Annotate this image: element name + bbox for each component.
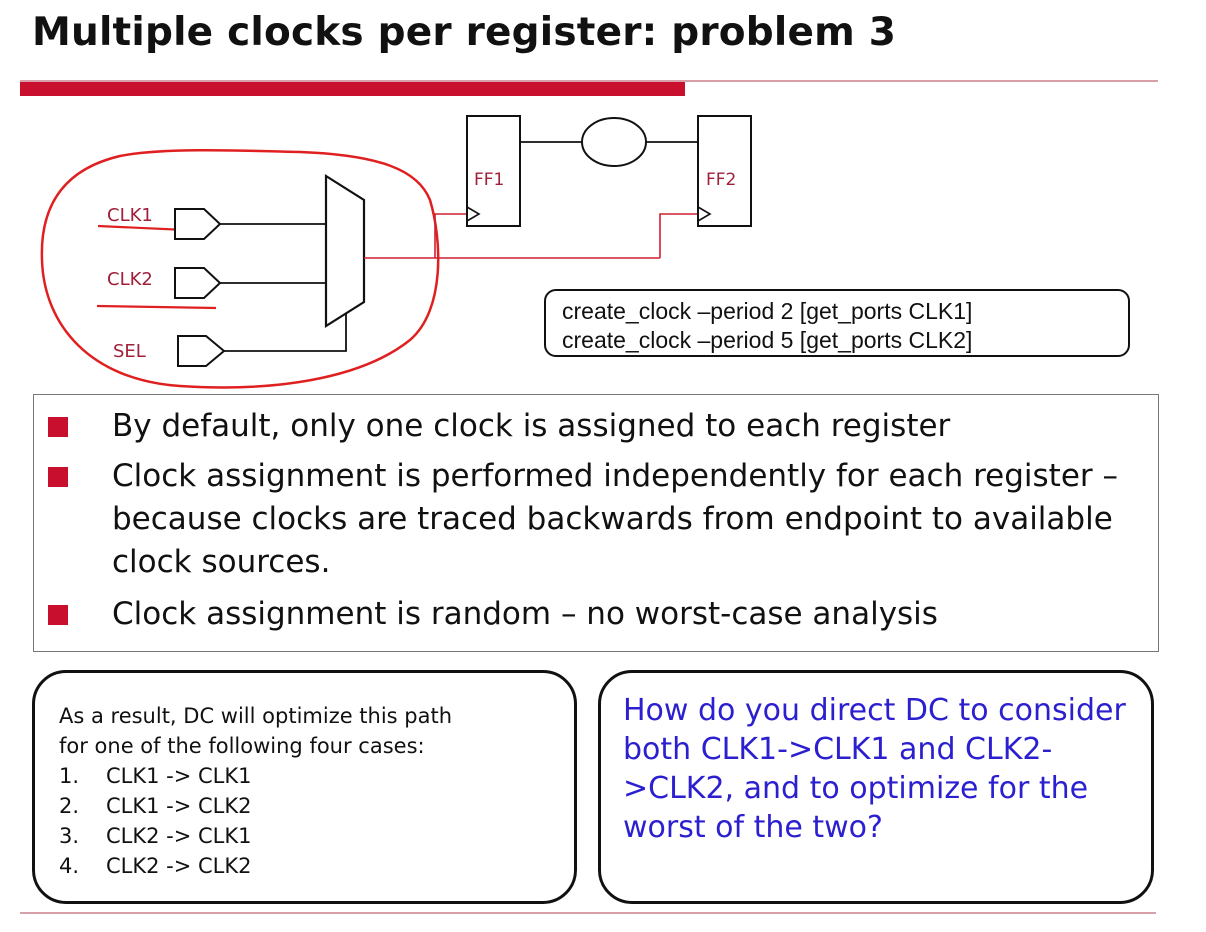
- case-item: 1. CLK1 -> CLK1: [59, 761, 574, 791]
- wire-clk-to-ff2: [659, 213, 698, 258]
- bullet-text: Clock assignment is performed independen…: [112, 458, 1119, 580]
- bullet-text: Clock assignment is random – no worst-ca…: [112, 596, 938, 632]
- case-text: CLK2 -> CLK2: [106, 854, 252, 878]
- case-number: 4.: [59, 854, 80, 878]
- annotation-loop: [40, 148, 440, 389]
- port-label-sel: SEL: [113, 341, 146, 362]
- bullet-square-icon: [48, 417, 68, 437]
- port-shape-sel: [177, 335, 226, 367]
- circuit-diagram: CLK1 CLK2 SEL FF1 FF2: [40, 115, 752, 389]
- combinational-logic: [581, 117, 647, 167]
- port-label-clk1: CLK1: [107, 205, 153, 226]
- case-item: 2. CLK1 -> CLK2: [59, 791, 574, 821]
- result-cases-box: As a result, DC will optimize this path …: [32, 670, 577, 904]
- title-underline-thin: [20, 80, 1158, 82]
- case-text: CLK1 -> CLK1: [106, 764, 252, 788]
- title-underline-thick: [20, 82, 685, 96]
- result-intro: for one of the following four cases:: [59, 734, 425, 758]
- clock-mux: [324, 174, 366, 328]
- port-shape-clk2: [174, 267, 222, 299]
- question-box: How do you direct DC to consider both CL…: [598, 670, 1154, 904]
- port-label-clk2: CLK2: [107, 269, 153, 290]
- sdc-line: create_clock –period 2 [get_ports CLK1]: [562, 298, 973, 324]
- flop-label-ff1: FF1: [474, 170, 504, 190]
- case-number: 2.: [59, 794, 80, 818]
- bullet-text: By default, only one clock is assigned t…: [112, 408, 951, 444]
- case-list: 1. CLK1 -> CLK1 2. CLK1 -> CLK2 3. CLK2 -> …: [59, 761, 574, 881]
- case-text: CLK1 -> CLK2: [106, 794, 252, 818]
- case-number: 3.: [59, 824, 80, 848]
- case-item: 3. CLK2 -> CLK1: [59, 821, 574, 851]
- flop-ff2: [697, 115, 752, 227]
- case-text: CLK2 -> CLK1: [106, 824, 252, 848]
- bullet-list: By default, only one clock is assigned t…: [33, 394, 1159, 652]
- ff1-clock-pin: [466, 206, 481, 222]
- clk1-underline: [97, 224, 187, 232]
- port-shape-clk1: [174, 208, 222, 240]
- slide-title: Multiple clocks per register: problem 3: [32, 10, 897, 55]
- footer-divider: [20, 912, 1156, 914]
- wire-clk-to-ff1: [434, 213, 467, 258]
- sdc-line: create_clock –period 5 [get_ports CLK2]: [562, 327, 973, 353]
- flop-label-ff2: FF2: [706, 170, 736, 190]
- result-intro: As a result, DC will optimize this path: [59, 704, 453, 728]
- question-text: How do you direct DC to consider both CL…: [623, 693, 1126, 845]
- wire-sel-to-mux: [224, 314, 347, 352]
- clk2-underline: [96, 304, 217, 310]
- case-number: 1.: [59, 764, 80, 788]
- sdc-constraints-box: create_clock –period 2 [get_ports CLK1] …: [544, 289, 1130, 357]
- bullet-square-icon: [48, 467, 68, 487]
- bullet-square-icon: [48, 605, 68, 625]
- case-item: 4. CLK2 -> CLK2: [59, 851, 574, 881]
- flop-ff1: [466, 115, 521, 227]
- ff2-clock-pin: [697, 206, 712, 222]
